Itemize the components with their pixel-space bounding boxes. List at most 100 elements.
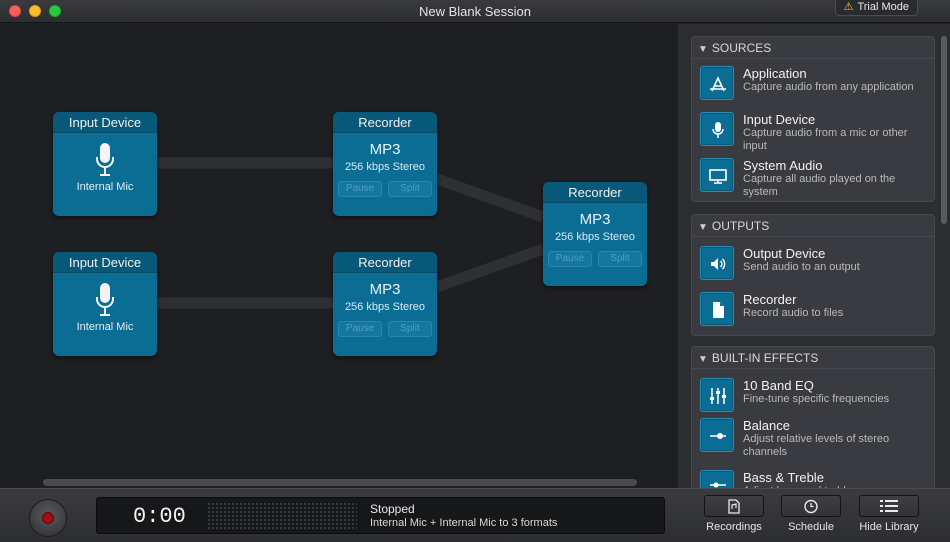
record-button[interactable] — [29, 499, 67, 537]
input-device-node[interactable]: Input Device Internal Mic — [53, 252, 157, 356]
chevron-down-icon: ▼ — [698, 354, 708, 365]
trial-mode-badge[interactable]: ⚠Trial Mode — [834, 0, 918, 16]
item-description: Record audio to files — [743, 307, 844, 319]
section-title: BUILT-IN EFFECTS — [711, 351, 819, 365]
item-description: Capture audio from a mic or other input — [743, 127, 908, 152]
item-description: Send audio to an output — [743, 261, 860, 273]
library-item-balance[interactable]: Balance Adjust relative levels of stereo… — [700, 418, 932, 458]
split-button[interactable]: Split — [598, 251, 642, 267]
item-title: Recorder — [743, 292, 797, 307]
device-label: Internal Mic — [76, 321, 134, 333]
speaker-icon — [700, 246, 734, 280]
pause-button[interactable]: Pause — [338, 181, 382, 197]
schedule-label: Schedule — [788, 521, 834, 533]
balance-slider-icon — [700, 418, 734, 452]
horizontal-scrollbar[interactable] — [43, 479, 637, 486]
pause-button[interactable]: Pause — [338, 321, 382, 337]
item-title: Balance — [743, 418, 790, 433]
vertical-scrollbar[interactable] — [941, 36, 947, 224]
zoom-window-button[interactable] — [49, 5, 61, 17]
recordings-file-icon — [728, 499, 740, 514]
split-button[interactable]: Split — [388, 181, 432, 197]
microphone-icon — [96, 143, 114, 176]
window-title: New Blank Session — [419, 4, 531, 19]
monitor-icon — [700, 158, 734, 192]
schedule-button[interactable] — [781, 495, 841, 517]
warning-icon: ⚠ — [843, 1, 854, 13]
library-item-application[interactable]: Application Capture audio from any appli… — [700, 66, 932, 106]
format-label: MP3 — [369, 141, 401, 158]
node-header: Recorder — [333, 112, 437, 133]
status-display: 0:00 Stopped Internal Mic + Internal Mic… — [96, 497, 665, 534]
library-item-10-band-eq[interactable]: 10 Band EQ Fine-tune specific frequencie… — [700, 378, 932, 418]
hide-library-label: Hide Library — [859, 521, 919, 533]
title-bar: New Blank Session ⚠Trial Mode — [0, 0, 950, 23]
item-description: Fine-tune specific frequencies — [743, 393, 890, 405]
list-icon — [880, 500, 898, 512]
built-in-effects-section: ▼BUILT-IN EFFECTS 10 Band EQ Fine-tune s… — [691, 346, 935, 496]
input-device-node[interactable]: Input Device Internal Mic — [53, 112, 157, 216]
record-dot-icon — [42, 512, 54, 524]
elapsed-time: 0:00 — [133, 504, 186, 529]
microphone-icon — [700, 112, 734, 146]
library-item-recorder[interactable]: Recorder Record audio to files — [700, 292, 932, 332]
session-canvas[interactable]: Input Device Internal Mic Input Device — [0, 24, 678, 488]
item-title: Bass & Treble — [743, 470, 824, 485]
section-title: SOURCES — [711, 41, 772, 55]
sources-header[interactable]: ▼SOURCES — [692, 37, 934, 59]
chevron-down-icon: ▼ — [698, 222, 708, 233]
status-details: Internal Mic + Internal Mic to 3 formats — [370, 517, 558, 529]
item-description: Capture all audio played on the system — [743, 173, 896, 198]
trial-mode-label: Trial Mode — [857, 1, 909, 13]
wire-recorder2-recorder3 — [435, 243, 545, 293]
eq-sliders-icon — [700, 378, 734, 412]
format-label: MP3 — [579, 211, 611, 228]
item-title: 10 Band EQ — [743, 378, 814, 393]
item-description: Adjust relative levels of stereo channel… — [743, 433, 890, 458]
status-text: Stopped — [370, 502, 415, 516]
item-title: Output Device — [743, 246, 826, 261]
document-icon — [700, 292, 734, 326]
effects-header[interactable]: ▼BUILT-IN EFFECTS — [692, 347, 934, 369]
library-item-output-device[interactable]: Output Device Send audio to an output — [700, 246, 932, 286]
library-item-input-device[interactable]: Input Device Capture audio from a mic or… — [700, 112, 932, 152]
node-header: Input Device — [53, 112, 157, 133]
recorder-node[interactable]: Recorder MP3 256 kbps Stereo Pause Split — [333, 252, 437, 356]
bitrate-label: 256 kbps Stereo — [344, 161, 426, 173]
minimize-window-button[interactable] — [29, 5, 41, 17]
item-title: System Audio — [743, 158, 823, 173]
item-title: Application — [743, 66, 807, 81]
chevron-down-icon: ▼ — [698, 44, 708, 55]
device-label: Internal Mic — [76, 181, 134, 193]
recordings-label: Recordings — [706, 521, 762, 533]
item-description: Capture audio from any application — [743, 81, 914, 93]
wire-recorder1-recorder3 — [435, 173, 545, 223]
section-title: OUTPUTS — [711, 219, 770, 233]
bitrate-label: 256 kbps Stereo — [554, 231, 636, 243]
level-meter — [207, 502, 357, 530]
recordings-button[interactable] — [704, 495, 764, 517]
format-label: MP3 — [369, 281, 401, 298]
microphone-icon — [96, 283, 114, 316]
library-panel: ▼SOURCES Application Capture audio from … — [678, 24, 950, 496]
app-store-icon — [700, 66, 734, 100]
node-header: Recorder — [543, 182, 647, 203]
connection-wires — [157, 157, 545, 309]
recorder-node[interactable]: Recorder MP3 256 kbps Stereo Pause Split — [543, 182, 647, 286]
pause-button[interactable]: Pause — [548, 251, 592, 267]
outputs-section: ▼OUTPUTS Output Device Send audio to an … — [691, 214, 935, 336]
outputs-header[interactable]: ▼OUTPUTS — [692, 215, 934, 237]
bitrate-label: 256 kbps Stereo — [344, 301, 426, 313]
item-title: Input Device — [743, 112, 816, 127]
close-window-button[interactable] — [9, 5, 21, 17]
clock-icon — [804, 499, 818, 514]
node-header: Recorder — [333, 252, 437, 273]
sources-section: ▼SOURCES Application Capture audio from … — [691, 36, 935, 202]
recorder-node[interactable]: Recorder MP3 256 kbps Stereo Pause Split — [333, 112, 437, 216]
hide-library-button[interactable] — [859, 495, 919, 517]
node-header: Input Device — [53, 252, 157, 273]
split-button[interactable]: Split — [388, 321, 432, 337]
transport-bar: 0:00 Stopped Internal Mic + Internal Mic… — [0, 488, 950, 542]
library-item-system-audio[interactable]: System Audio Capture all audio played on… — [700, 158, 932, 198]
